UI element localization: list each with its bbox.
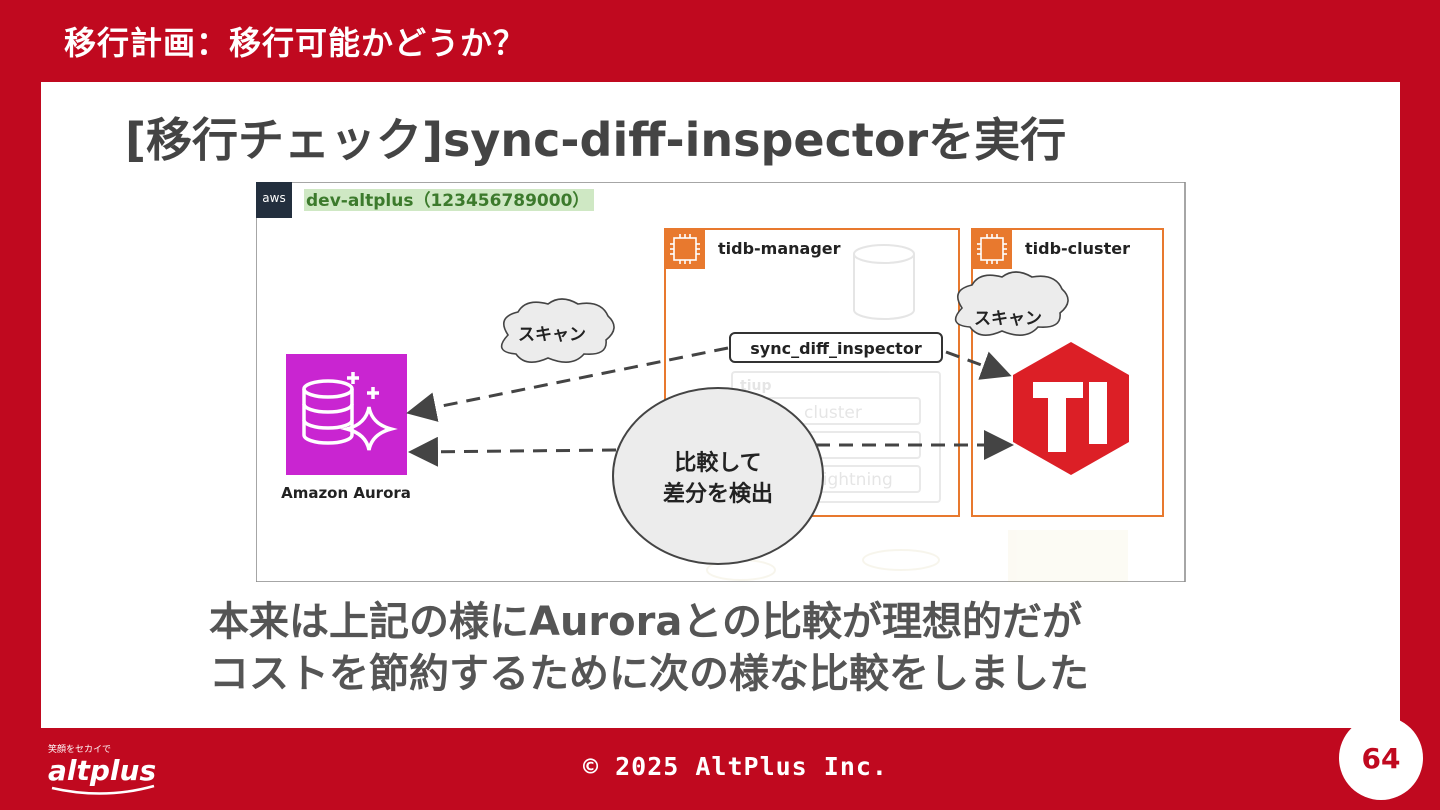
tidb-cluster-label: tidb-cluster <box>1025 239 1130 258</box>
compare-text-line2: 差分を検出 <box>663 481 773 507</box>
faded-bottom-shapes <box>706 530 1128 582</box>
page-number-badge: 64 <box>1339 716 1423 800</box>
tidb-logo-icon <box>1013 342 1129 475</box>
logo-text: altplus <box>48 754 156 787</box>
slide-subtitle: [移行チェック]sync-diff-inspectorを実行 <box>125 113 1067 167</box>
faded-tiup-label: tiup <box>740 378 771 394</box>
account-label: dev-altplus（123456789000） <box>306 190 589 211</box>
ec2-chip-icon <box>977 234 1007 264</box>
faded-lightning-label: lightning <box>818 470 893 490</box>
aurora-icon <box>286 354 407 475</box>
tidb-manager-label: tidb-manager <box>718 239 841 258</box>
page-number: 64 <box>1361 741 1401 775</box>
header-title: 移行計画：移行可能かどうか？ <box>64 24 527 62</box>
faded-database-icon <box>853 244 915 320</box>
aurora-label: Amazon Aurora <box>281 484 411 502</box>
compare-arrow-aurora <box>408 436 617 467</box>
aws-logo-icon: aws <box>262 191 285 205</box>
ec2-chip-icon <box>670 234 700 264</box>
arrows <box>406 346 1014 467</box>
slide-panel: [移行チェック]sync-diff-inspectorを実行 aws dev-a… <box>41 82 1400 728</box>
architecture-diagram: aws dev-altplus（123456789000） tidb-manag… <box>256 182 1186 582</box>
sync-diff-inspector-box <box>729 332 943 363</box>
compare-bubble <box>612 387 824 565</box>
scan-arrow-tidb <box>945 350 1012 380</box>
faded-cluster-label: cluster <box>804 403 862 423</box>
scan-cloud-right: スキャン <box>954 271 1069 336</box>
altplus-logo: 笑顔をセカイで altplus <box>48 743 156 795</box>
sync-diff-inspector-label: sync_diff_inspector <box>750 339 922 358</box>
body-text: 本来は上記の様にAuroraとの比較が理想的だが コストを節約するために次の様な… <box>209 596 1089 700</box>
body-line-2: コストを節約するために次の様な比較をしました <box>209 651 1089 697</box>
tidb-cluster-box: tidb-cluster <box>971 228 1164 517</box>
body-line-1: 本来は上記の様にAuroraとの比較が理想的だが <box>209 599 1082 645</box>
logo-tagline: 笑顔をセカイで <box>48 743 111 755</box>
scan-arrow-aurora <box>406 346 729 422</box>
scan-label-left: スキャン <box>518 325 586 345</box>
copyright-text: © 2025 AltPlus Inc. <box>583 752 888 781</box>
scan-cloud-left: スキャン <box>500 298 615 363</box>
compare-text-line1: 比較して <box>674 450 761 476</box>
faded-tiup-box: tiup cluster lightning <box>731 371 941 503</box>
scan-label-right: スキャン <box>974 309 1042 329</box>
